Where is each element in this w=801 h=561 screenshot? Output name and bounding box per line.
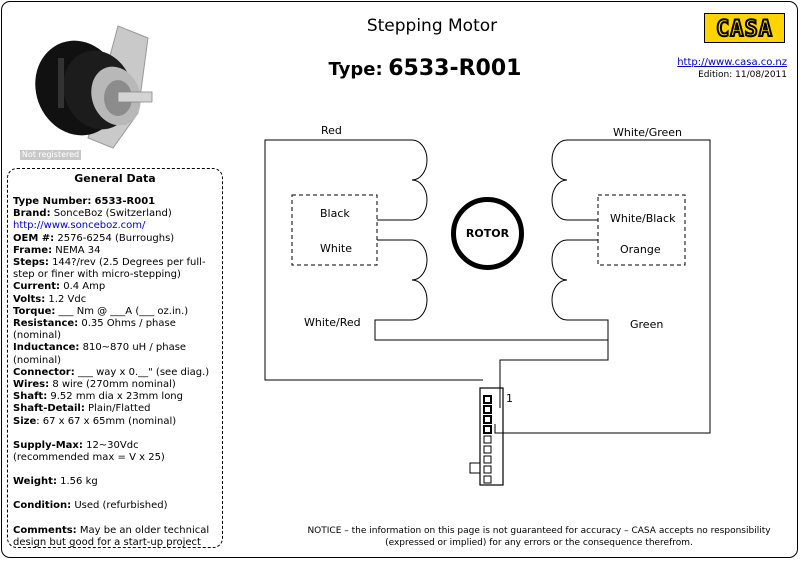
connector-pin-4: [483, 425, 492, 434]
connector-pin-8: [483, 465, 492, 474]
row-weight: Weight: 1.56 kg: [13, 476, 98, 488]
wire-green: [567, 319, 609, 326]
label-green: Green: [630, 318, 664, 331]
label-white: White: [320, 242, 352, 255]
type-heading: Type: 6533-R001: [300, 56, 550, 81]
edition-date: Edition: 11/08/2011: [698, 70, 787, 80]
logo-text: CASA: [716, 17, 773, 42]
wire-green-run: [499, 326, 609, 408]
row-supply-max: Supply-Max: 12~30Vdc (recommended max = …: [13, 439, 165, 464]
type-value: 6533-R001: [388, 56, 522, 81]
row-steps: Steps: 144?/rev (2.5 Degrees per full-st…: [13, 257, 206, 281]
disclaimer-notice: NOTICE – the information on this page is…: [307, 526, 771, 548]
row-frame: Frame: NEMA 34: [13, 244, 101, 256]
rotor-symbol: ROTOR: [451, 197, 524, 270]
watermark-label: Not registered: [20, 150, 81, 160]
label-pin-one: 1: [506, 392, 513, 405]
row-brand: Brand: SonceBoz (Switzerland): [13, 208, 172, 220]
row-inductance: Inductance: 810~870 uH / phase (nominal): [13, 342, 187, 366]
connector-pin-1: [483, 395, 492, 404]
label-black: Black: [320, 207, 350, 220]
row-current: Current: 0.4 Amp: [13, 281, 106, 293]
row-type-number: Type Number: 6533-R001: [13, 196, 156, 207]
label-white-black: White/Black: [610, 212, 676, 225]
row-condition: Condition: Used (refurbished): [13, 500, 168, 512]
casa-logo: CASA: [704, 13, 785, 43]
coil-left-upper: [411, 139, 428, 221]
label-red: Red: [321, 124, 342, 137]
connector-tab: [469, 462, 481, 474]
website-link[interactable]: http://www.casa.co.nz: [677, 57, 787, 68]
label-orange: Orange: [620, 243, 661, 256]
connector-body: [479, 387, 504, 486]
row-wires: Wires: 8 wire (270mm nominal): [13, 379, 176, 391]
label-white-green: White/Green: [613, 126, 683, 139]
page-title: Stepping Motor: [366, 16, 498, 36]
connector-pin-3: [483, 415, 492, 424]
wire-red: [264, 139, 483, 381]
row-shaft: Shaft: 9.52 mm dia x 23mm long: [13, 391, 183, 403]
row-resistance: Resistance: 0.35 Ohms / phase (nominal): [13, 318, 176, 342]
coil-left-lower: [411, 239, 428, 321]
wire-white-red: [374, 319, 609, 341]
label-white-red: White/Red: [304, 316, 361, 329]
type-label: Type:: [328, 59, 383, 80]
left-centre-tap-box: [291, 194, 378, 266]
connector-pin-6: [483, 445, 492, 454]
coil-right-lower: [551, 239, 568, 321]
motor-photo: [35, 25, 153, 149]
row-volts: Volts: 1.2 Vdc: [13, 293, 87, 305]
row-connector: Connector: ___ way x 0.__" (see diag.): [13, 366, 210, 378]
connector-pin-2: [483, 405, 492, 414]
general-data-heading: General Data: [74, 172, 156, 185]
row-comments: Comments: May be an older technical desi…: [13, 524, 210, 548]
row-size: Size: 67 x 67 x 65mm (nominal): [13, 415, 177, 427]
brand-link[interactable]: http://www.sonceboz.com/: [13, 220, 146, 232]
connector-pin-7: [483, 455, 492, 464]
row-shaft-detail: Shaft-Detail: Plain/Flatted: [13, 403, 151, 415]
row-oem: OEM #: 2576-6254 (Burroughs): [13, 232, 175, 244]
connector-pin-9: [483, 475, 492, 484]
row-torque: Torque: ___ Nm @ ___A (___ oz.in.): [13, 305, 189, 317]
right-centre-tap-box: [597, 194, 686, 266]
wire-white-green: [494, 139, 711, 434]
general-data-panel: General Data Type Number: 6533-R001 Bran…: [7, 168, 223, 548]
coil-right-upper: [551, 139, 568, 221]
connector-pin-5: [483, 435, 492, 444]
